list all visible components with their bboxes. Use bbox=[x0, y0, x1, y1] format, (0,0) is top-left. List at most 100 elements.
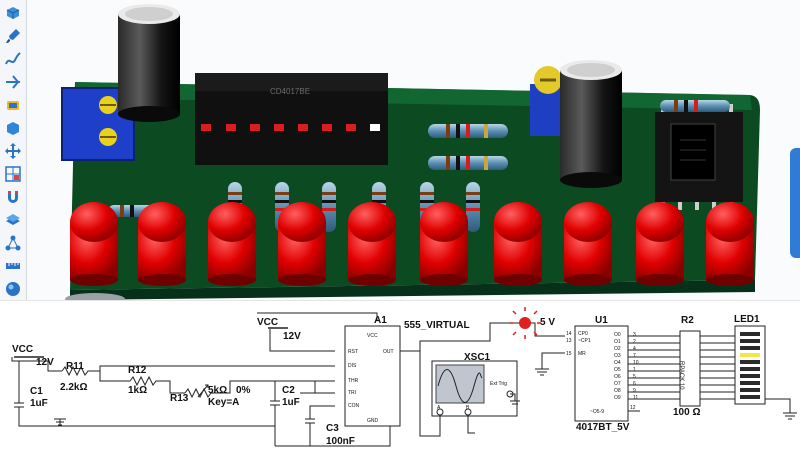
scope-ext-trig: Ext Trig bbox=[490, 381, 507, 387]
scope-channel-b: B bbox=[466, 405, 470, 411]
led-3d bbox=[208, 202, 256, 286]
vcc-volts-mid: 12V bbox=[283, 331, 301, 342]
a1-pin-con: CON bbox=[348, 403, 360, 409]
u1-out-pin-num: 9 bbox=[633, 388, 636, 394]
u1-bottom-num: 12 bbox=[630, 405, 636, 411]
c3-label: C3 bbox=[326, 423, 339, 434]
r13-label: R13 bbox=[170, 393, 189, 404]
capacitor-large-right bbox=[560, 60, 622, 188]
u1-out-pin-num: 7 bbox=[633, 353, 636, 359]
vcc-volts-left: 12V bbox=[36, 357, 54, 368]
c2-value: 1uF bbox=[282, 397, 300, 408]
u1-out-pin-name: O6 bbox=[614, 374, 621, 380]
rpack-symbol bbox=[679, 330, 701, 407]
cube-view-icon[interactable] bbox=[4, 4, 22, 22]
c1-value: 1uF bbox=[30, 398, 48, 409]
scope-channel-a: A bbox=[437, 405, 441, 411]
a1-pin-thr: THR bbox=[348, 378, 359, 384]
u1-out-pin-num: 5 bbox=[633, 374, 636, 380]
u1-out-pin-num: 10 bbox=[633, 360, 639, 366]
r12-label: R12 bbox=[128, 365, 147, 376]
led-3d bbox=[348, 202, 396, 286]
wire-curve-icon[interactable] bbox=[4, 50, 22, 68]
panel-collapse-tab[interactable] bbox=[790, 148, 800, 258]
probe-voltage: 5 V bbox=[540, 317, 556, 328]
u1-pin-num: 15 bbox=[566, 351, 572, 357]
a1-pin-tri: TRI bbox=[348, 390, 357, 396]
u1-out-pin-name: O3 bbox=[614, 353, 621, 359]
a1-pin-out: OUT bbox=[383, 349, 394, 355]
tool-sidebar bbox=[0, 0, 27, 300]
u1-out-pin-name: O5 bbox=[614, 367, 621, 373]
u1-pin-name: MR bbox=[578, 351, 586, 357]
pcb-3d-render: CD4017BE bbox=[61, 4, 760, 300]
schematic-view[interactable]: VCC 12V R11 2.2kΩ C1 1uF R12 1kΩ R13 5kΩ… bbox=[0, 300, 800, 451]
led-3d bbox=[564, 202, 612, 286]
led-3d bbox=[70, 202, 118, 286]
u1-out-pin-num: 4 bbox=[633, 346, 636, 352]
box-icon[interactable] bbox=[4, 119, 22, 137]
a1-label: A1 bbox=[374, 315, 387, 326]
r2-value: 100 Ω bbox=[673, 407, 701, 418]
u1-out-pin-name: O0 bbox=[614, 332, 621, 338]
component-place-icon[interactable] bbox=[4, 96, 22, 114]
u1-pin-num: 14 bbox=[566, 331, 572, 337]
u1-out-pin-name: O7 bbox=[614, 381, 621, 387]
u1-out-pin-num: 11 bbox=[633, 395, 639, 401]
pot-value: 5kΩ bbox=[208, 385, 228, 396]
3d-board-viewport[interactable]: CD4017BE bbox=[27, 0, 800, 300]
c1-label: C1 bbox=[30, 386, 43, 397]
probe-lamp-icon bbox=[509, 307, 541, 339]
oscilloscope-symbol bbox=[431, 360, 518, 417]
led-3d bbox=[420, 202, 468, 286]
vcc-label-mid: VCC bbox=[257, 317, 279, 328]
grid-view-icon[interactable] bbox=[4, 165, 22, 183]
u1-out-pin-name: O1 bbox=[614, 339, 621, 345]
u1-name: 4017BT_5V bbox=[576, 422, 630, 433]
vcc-label-left: VCC bbox=[12, 344, 34, 355]
u1-out-pin-num: 6 bbox=[633, 381, 636, 387]
ic-555-chip bbox=[655, 104, 743, 210]
paint-brush-icon[interactable] bbox=[4, 27, 22, 45]
network-icon[interactable] bbox=[4, 234, 22, 252]
led-row bbox=[70, 202, 754, 286]
capacitor-large-left bbox=[118, 4, 180, 122]
xsc1-label: XSC1 bbox=[464, 352, 491, 363]
u1-pin-name: ~CP1 bbox=[578, 338, 591, 344]
move-arrows-icon[interactable] bbox=[4, 142, 22, 160]
a1-pin-dis: DIS bbox=[348, 363, 357, 369]
u1-out-pin-name: O8 bbox=[614, 388, 621, 394]
u1-out-pin-num: 1 bbox=[633, 367, 636, 373]
r12-value: 1kΩ bbox=[128, 385, 148, 396]
u1-pin-name: CP0 bbox=[578, 331, 588, 337]
u1-out-pin-name: O2 bbox=[614, 346, 621, 352]
c2-label: C2 bbox=[282, 385, 295, 396]
sphere-icon[interactable] bbox=[4, 280, 22, 298]
schematic-wires bbox=[11, 307, 797, 447]
u1-out-pin-num: 2 bbox=[633, 339, 636, 345]
ic-555-symbol bbox=[344, 325, 401, 427]
ic-label: CD4017BE bbox=[270, 87, 310, 96]
magnet-icon[interactable] bbox=[4, 188, 22, 206]
u1-label: U1 bbox=[595, 315, 608, 326]
pot-percent: 0% bbox=[236, 385, 251, 396]
r11-label: R11 bbox=[66, 361, 84, 372]
pot-key: Key=A bbox=[208, 397, 240, 408]
c3-value: 100nF bbox=[326, 436, 355, 447]
bus-tool-icon[interactable] bbox=[4, 73, 22, 91]
led1-label: LED1 bbox=[734, 314, 760, 325]
a1-pin-rst: RST bbox=[348, 349, 358, 355]
layer-icon[interactable] bbox=[4, 211, 22, 229]
ic-4017-symbol bbox=[574, 325, 629, 422]
ruler-icon[interactable] bbox=[4, 257, 22, 275]
a1-name: 555_VIRTUAL bbox=[404, 320, 470, 331]
a1-pin-gnd: GND bbox=[367, 418, 379, 424]
u1-out-pin-name: O9 bbox=[614, 395, 621, 401]
led-3d bbox=[706, 202, 754, 286]
r11-value: 2.2kΩ bbox=[60, 382, 88, 393]
led-3d bbox=[636, 202, 684, 286]
led-3d bbox=[494, 202, 542, 286]
u1-out-pin-num: 3 bbox=[633, 332, 636, 338]
r2-label: R2 bbox=[681, 315, 694, 326]
r2-body-label: RPACK 10 bbox=[678, 361, 684, 390]
